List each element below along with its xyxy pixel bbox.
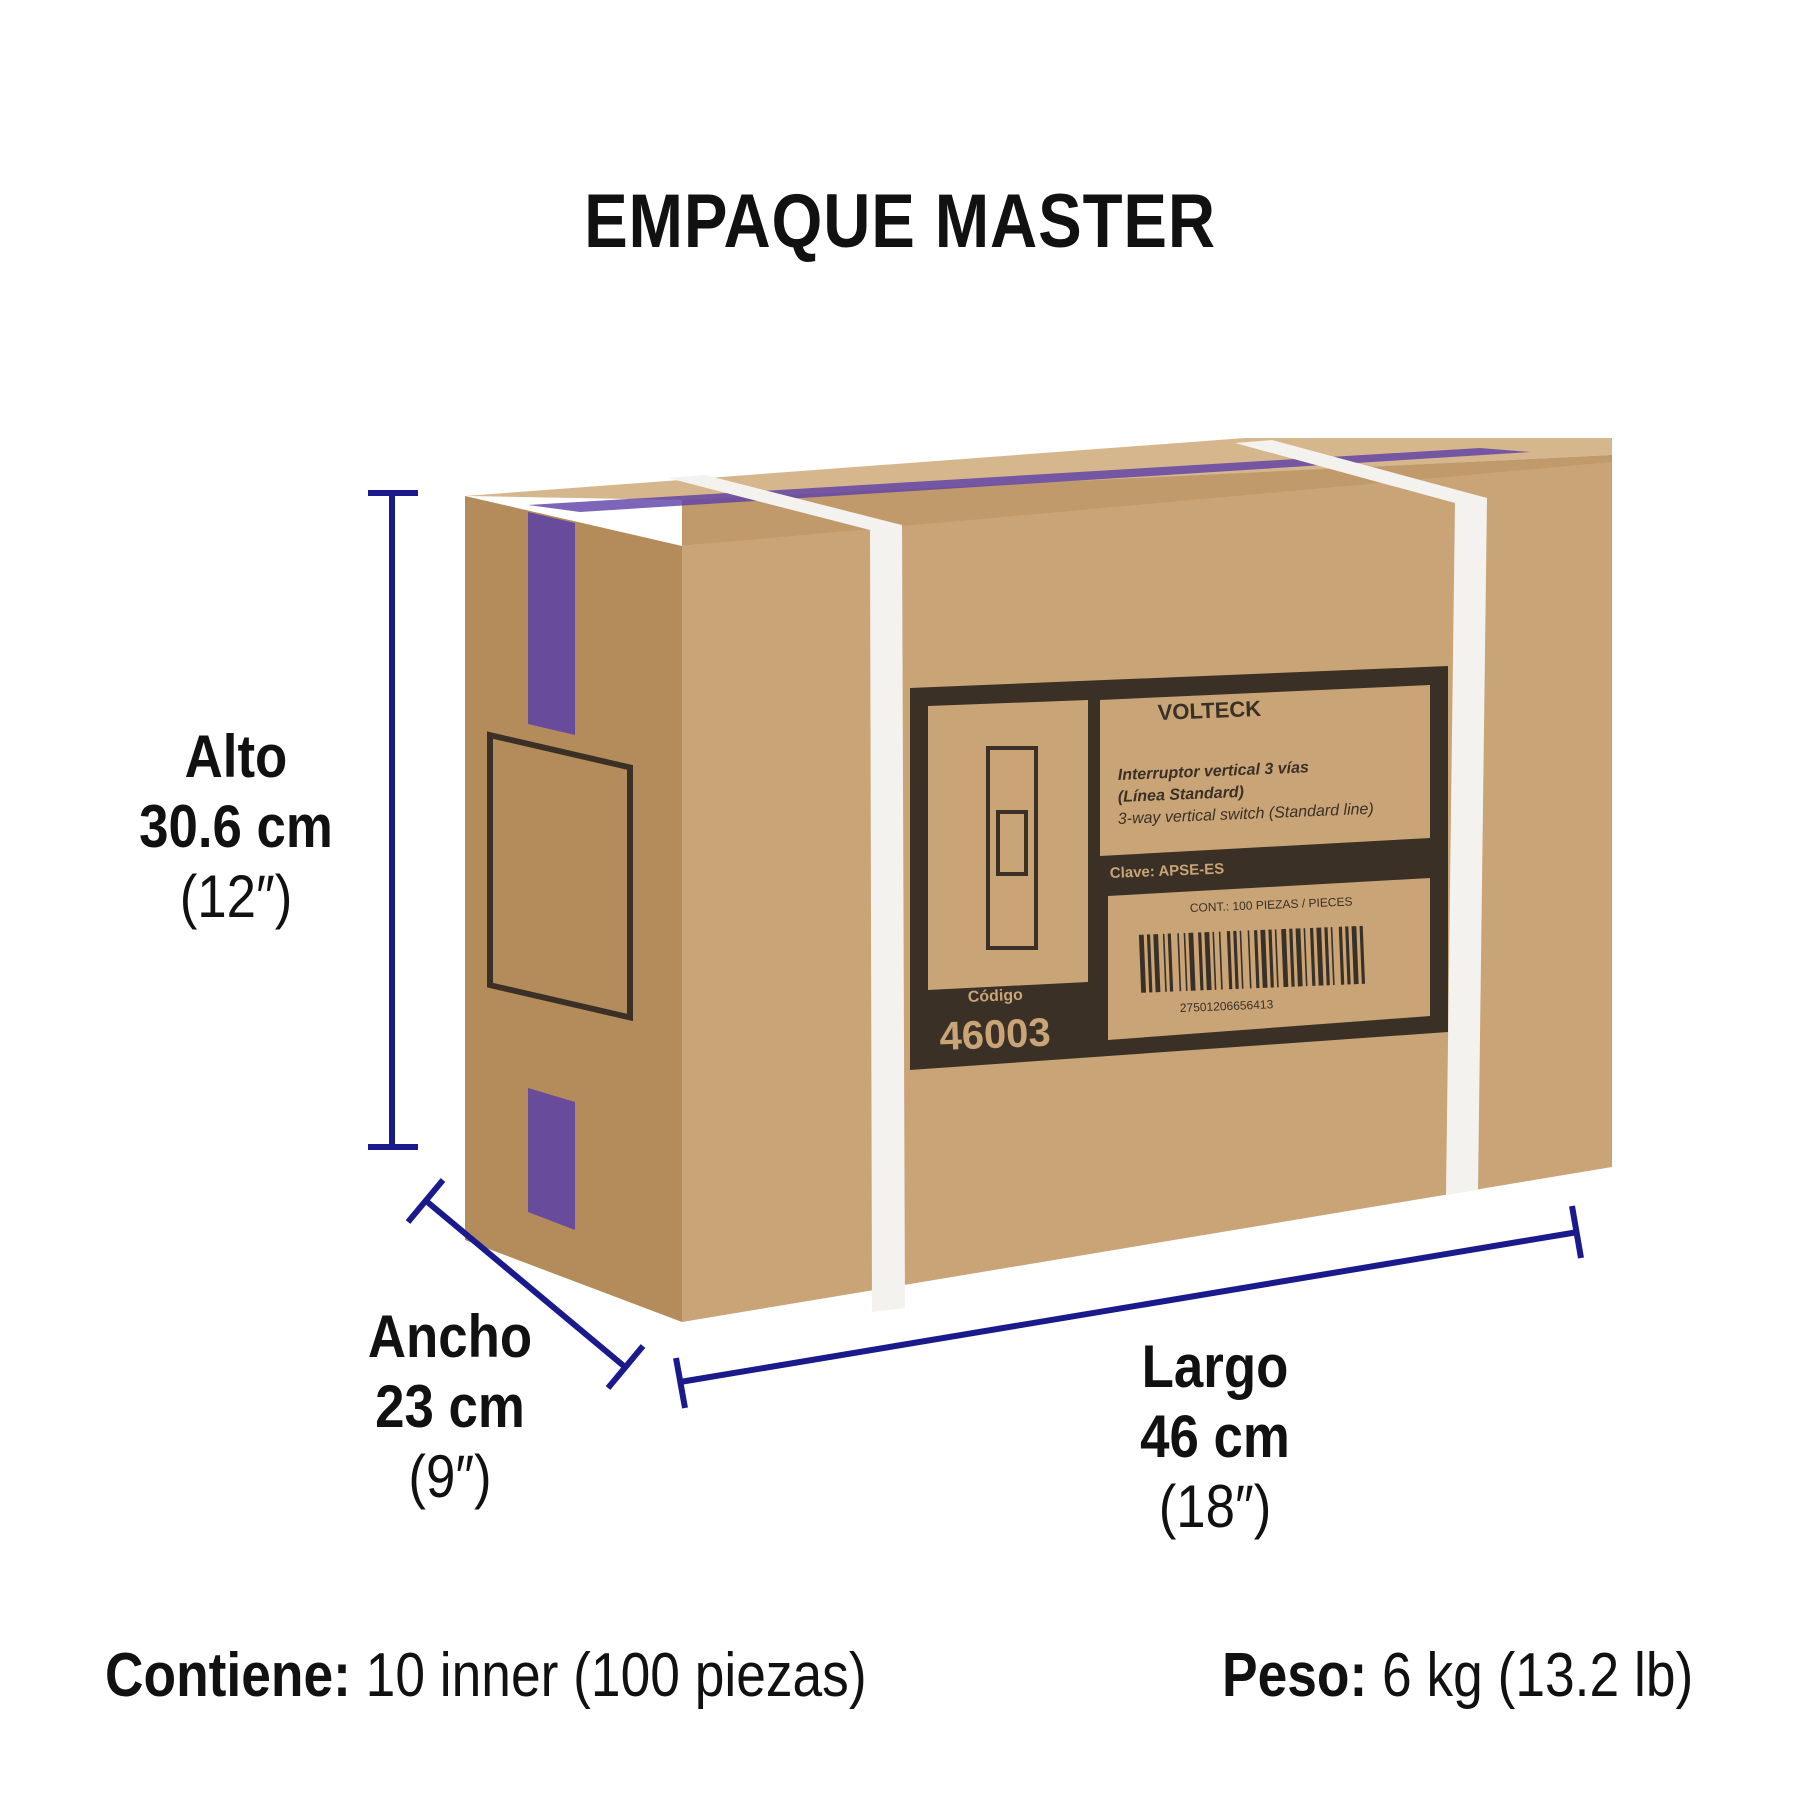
switch-drawing-icon <box>986 746 1038 950</box>
label-contents: CONT.: 100 PIEZAS / PIECES <box>1190 894 1353 915</box>
ancho-label: Ancho 23 cm (9″) <box>309 1302 591 1512</box>
box-side-face <box>465 496 682 1322</box>
strap-left <box>668 475 905 1312</box>
barcode-icon <box>1138 925 1366 993</box>
weight-info: Peso: 6 kg (13.2 lb) <box>1222 1640 1693 1711</box>
tape-side-bottom <box>528 1088 575 1230</box>
largo-imperial: (18″) <box>1158 1473 1272 1540</box>
tape-side-top <box>528 512 575 735</box>
ancho-name: Ancho <box>367 1303 533 1370</box>
switch-toggle-icon <box>996 810 1028 876</box>
alto-label: Alto 30.6 cm (12″) <box>95 722 377 932</box>
label-switch-panel <box>928 700 1088 990</box>
strap-right <box>1235 440 1487 1195</box>
alto-name: Alto <box>184 723 288 790</box>
label-line-es: (Línea Standard) <box>1117 784 1244 806</box>
label-clave: Clave: APSE-ES <box>1109 860 1224 882</box>
ancho-metric: 23 cm <box>375 1373 525 1440</box>
largo-metric: 46 cm <box>1140 1403 1290 1470</box>
side-label <box>487 731 633 1022</box>
alto-imperial: (12″) <box>179 863 293 930</box>
largo-dimension-line <box>673 1205 1584 1409</box>
weight-label: Peso: <box>1222 1641 1368 1710</box>
alto-metric: 30.6 cm <box>139 793 333 860</box>
label-brand: VOLTECK <box>1157 696 1262 725</box>
label-info-panel <box>1100 685 1430 856</box>
largo-label: Largo 46 cm (18″) <box>1074 1332 1356 1542</box>
largo-name: Largo <box>1141 1333 1289 1400</box>
weight-value: 6 kg (13.2 lb) <box>1382 1641 1694 1710</box>
page-title: EMPAQUE MASTER <box>584 179 1216 264</box>
label-codigo-value: 46003 <box>939 1011 1052 1059</box>
box-top-face <box>465 438 1612 500</box>
label-barcode-panel <box>1108 878 1430 1040</box>
contents-label: Contiene: <box>105 1641 351 1710</box>
ancho-dimension-line <box>405 1178 646 1390</box>
label-codigo: Código <box>967 987 1023 1006</box>
contents-value: 10 inner (100 piezas) <box>365 1641 867 1710</box>
alto-dimension-line <box>368 490 418 1150</box>
label-barcode-number: 27501206656413 <box>1180 997 1274 1015</box>
ancho-imperial: (9″) <box>408 1443 492 1510</box>
contents-info: Contiene: 10 inner (100 piezas) <box>105 1640 867 1711</box>
